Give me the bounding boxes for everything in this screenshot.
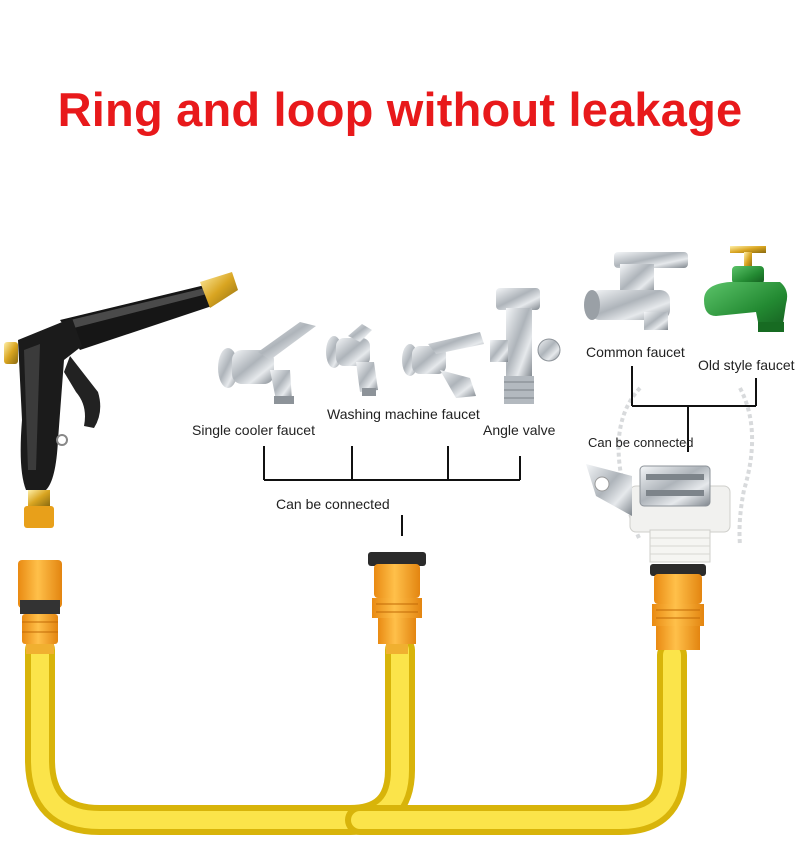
label-can-be-connected-right: Can be connected — [588, 435, 694, 450]
connection-bracket-center — [263, 446, 521, 536]
garden-hose-icon — [25, 635, 687, 835]
hose-connector-icon — [18, 560, 62, 654]
label-single-cooler-faucet: Single cooler faucet — [192, 422, 315, 438]
common-faucet-icon — [584, 252, 688, 330]
label-common-faucet: Common faucet — [586, 344, 685, 360]
label-washing-machine-faucet: Washing machine faucet — [327, 406, 480, 422]
hose-connector-icon — [650, 564, 706, 650]
spray-gun-icon — [4, 272, 238, 528]
label-old-style-faucet: Old style faucet — [698, 357, 795, 373]
label-can-be-connected-center: Can be connected — [276, 496, 390, 512]
label-angle-valve: Angle valve — [483, 422, 556, 438]
washing-machine-faucet-icon — [326, 324, 378, 396]
old-style-faucet-icon — [704, 246, 788, 332]
angle-valve-icon — [490, 288, 561, 404]
universal-tap-adapter-icon — [586, 386, 755, 563]
hose-connector-icon — [368, 552, 426, 654]
headline: Ring and loop without leakage — [57, 83, 743, 136]
single-cooler-faucet-icon — [218, 322, 316, 404]
connection-bracket-right — [631, 366, 757, 452]
washing-machine-faucet-icon — [402, 332, 484, 398]
